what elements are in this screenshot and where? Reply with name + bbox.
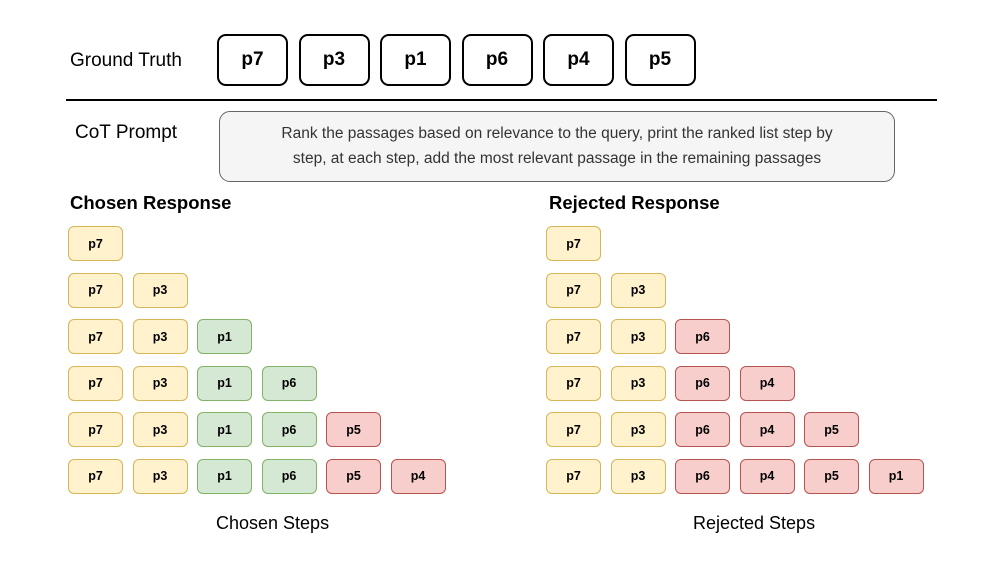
rejected-step-chip: p5 bbox=[804, 458, 859, 494]
rejected-step-chip: p6 bbox=[675, 319, 730, 354]
chosen-step-chip: p7 bbox=[68, 365, 123, 401]
cot-prompt-label: CoT Prompt bbox=[75, 122, 178, 143]
rejected-step-chip: p3 bbox=[610, 365, 666, 401]
cot-prompt-line-1: Rank the passages based on relevance to … bbox=[281, 125, 833, 142]
chosen-step-chip: p7 bbox=[68, 412, 123, 447]
chosen-step-chip: p6 bbox=[261, 458, 317, 494]
cot-prompt-line-2: step, at each step, add the most relevan… bbox=[292, 150, 822, 167]
ground-truth-box: p4 bbox=[543, 34, 614, 86]
rejected-step-chip: p7 bbox=[546, 272, 601, 308]
rejected-step-chip: p4 bbox=[739, 365, 795, 401]
chosen-response-title: Chosen Response bbox=[70, 192, 232, 213]
rejected-step-chip: p4 bbox=[739, 412, 795, 447]
rejected-step-chip: p6 bbox=[675, 458, 730, 494]
chosen-step-chip: p7 bbox=[68, 272, 123, 308]
rejected-step-chip: p3 bbox=[610, 272, 666, 308]
rejected-step-chip: p3 bbox=[610, 412, 666, 447]
chosen-step-chip: p1 bbox=[197, 319, 252, 354]
chosen-step-chip: p7 bbox=[68, 319, 123, 354]
rejected-step-chip: p7 bbox=[546, 226, 601, 261]
chosen-step-chip: p7 bbox=[68, 458, 123, 494]
rejected-step-chip: p7 bbox=[546, 458, 601, 494]
rejected-step-chip: p3 bbox=[610, 319, 666, 354]
rejected-response-title: Rejected Response bbox=[549, 192, 720, 213]
chosen-step-chip: p5 bbox=[326, 412, 381, 447]
rejected-step-chip: p4 bbox=[739, 458, 795, 494]
chosen-step-chip: p5 bbox=[326, 458, 381, 494]
rejected-step-chip: p1 bbox=[868, 458, 924, 494]
chosen-step-chip: p1 bbox=[197, 412, 252, 447]
chosen-step-chip: p6 bbox=[261, 365, 317, 401]
chosen-steps-caption: Chosen Steps bbox=[216, 513, 330, 533]
rejected-step-chip: p3 bbox=[610, 458, 666, 494]
rejected-step-chip: p7 bbox=[546, 319, 601, 354]
chosen-step-chip: p3 bbox=[132, 319, 188, 354]
cot-prompt-box: Rank the passages based on relevance to … bbox=[219, 111, 895, 182]
divider bbox=[66, 99, 937, 101]
ground-truth-box: p5 bbox=[624, 34, 696, 86]
chosen-step-chip: p4 bbox=[390, 458, 446, 494]
chosen-step-chip: p7 bbox=[68, 226, 123, 261]
rejected-step-chip: p6 bbox=[675, 365, 730, 401]
ground-truth-label: Ground Truth bbox=[70, 50, 182, 71]
rejected-step-chip: p7 bbox=[546, 412, 601, 447]
chosen-step-chip: p3 bbox=[132, 272, 188, 308]
chosen-step-chip: p1 bbox=[197, 365, 252, 401]
ground-truth-box: p7 bbox=[217, 34, 288, 86]
ground-truth-box: p3 bbox=[298, 34, 370, 86]
rejected-step-chip: p5 bbox=[804, 412, 859, 447]
rejected-step-chip: p7 bbox=[546, 365, 601, 401]
chosen-step-chip: p1 bbox=[197, 458, 252, 494]
chosen-step-chip: p3 bbox=[132, 458, 188, 494]
ground-truth-box: p6 bbox=[461, 34, 533, 86]
rejected-step-chip: p6 bbox=[675, 412, 730, 447]
rejected-steps-caption: Rejected Steps bbox=[693, 513, 816, 533]
ground-truth-box: p1 bbox=[380, 34, 451, 86]
chosen-step-chip: p3 bbox=[132, 365, 188, 401]
chosen-step-chip: p6 bbox=[261, 412, 317, 447]
chosen-step-chip: p3 bbox=[132, 412, 188, 447]
